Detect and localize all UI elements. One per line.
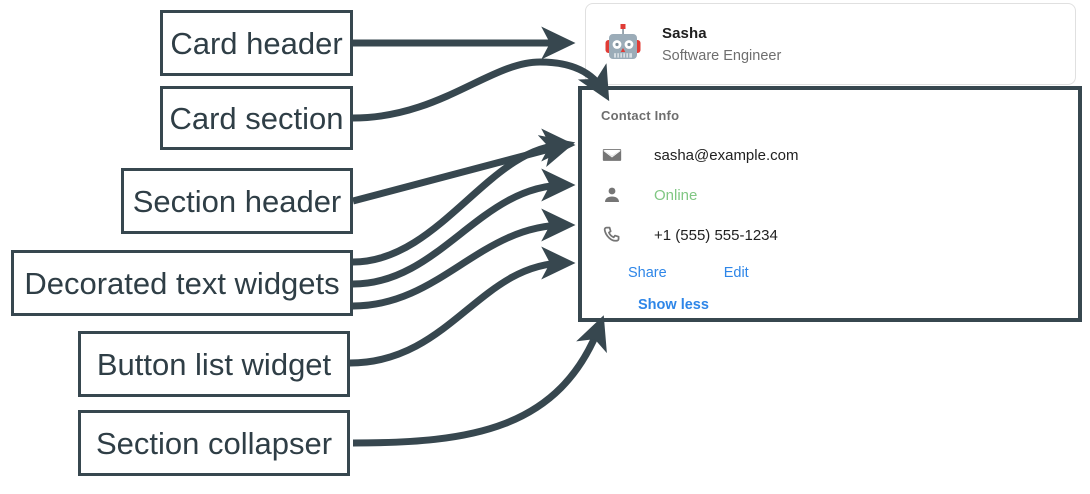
share-button[interactable]: Share xyxy=(628,265,667,281)
person-icon xyxy=(601,184,623,206)
annotation-label: Card section xyxy=(169,100,344,136)
annotation-label: Section collapser xyxy=(95,425,333,461)
connector-section-header xyxy=(352,135,576,205)
section-header: Contact Info xyxy=(601,108,680,123)
card-header-title: Sasha xyxy=(662,24,707,42)
info-row-status: Online xyxy=(601,177,1078,213)
annotation-box-card-section: Card section xyxy=(160,86,353,150)
card-header-text: Sasha Software Engineer xyxy=(662,25,781,64)
connector-section-collapser xyxy=(352,315,607,447)
connector-card-section xyxy=(352,58,610,122)
robot-avatar-icon xyxy=(605,24,641,59)
annotation-label: Button list widget xyxy=(96,346,332,382)
card-header: Sasha Software Engineer xyxy=(585,3,1076,85)
info-row-email: sasha@example.com xyxy=(601,137,1078,173)
connector-decorated-text-1 xyxy=(352,128,576,266)
info-row-email-text: sasha@example.com xyxy=(654,146,799,164)
annotation-box-section-header: Section header xyxy=(121,168,353,234)
card-section: Contact Info sasha@example.com Online xyxy=(578,86,1082,322)
annotation-box-card-header: Card header xyxy=(160,10,353,76)
annotation-box-decorated-text-widgets: Decorated text widgets xyxy=(11,250,353,316)
info-row-phone-text: +1 (555) 555-1234 xyxy=(654,226,778,244)
phone-icon xyxy=(601,224,623,246)
section-collapser-row: Show less xyxy=(638,296,1078,314)
info-row-phone: +1 (555) 555-1234 xyxy=(601,217,1078,253)
annotation-box-button-list-widget: Button list widget xyxy=(78,331,350,397)
annotation-label: Card header xyxy=(170,25,343,61)
show-less-button[interactable]: Show less xyxy=(638,297,709,313)
annotation-box-section-collapser: Section collapser xyxy=(78,410,350,476)
connector-decorated-text-3 xyxy=(352,208,576,310)
annotation-label: Section header xyxy=(132,183,342,219)
annotation-label: Decorated text widgets xyxy=(24,265,340,301)
edit-button[interactable]: Edit xyxy=(723,265,749,281)
button-list-widget: Share Edit xyxy=(628,265,1078,281)
connector-decorated-text-2 xyxy=(352,168,576,288)
card-header-subtitle: Software Engineer xyxy=(662,47,782,64)
connector-button-list xyxy=(349,246,576,367)
info-row-status-text: Online xyxy=(654,186,698,204)
email-icon xyxy=(601,144,623,166)
